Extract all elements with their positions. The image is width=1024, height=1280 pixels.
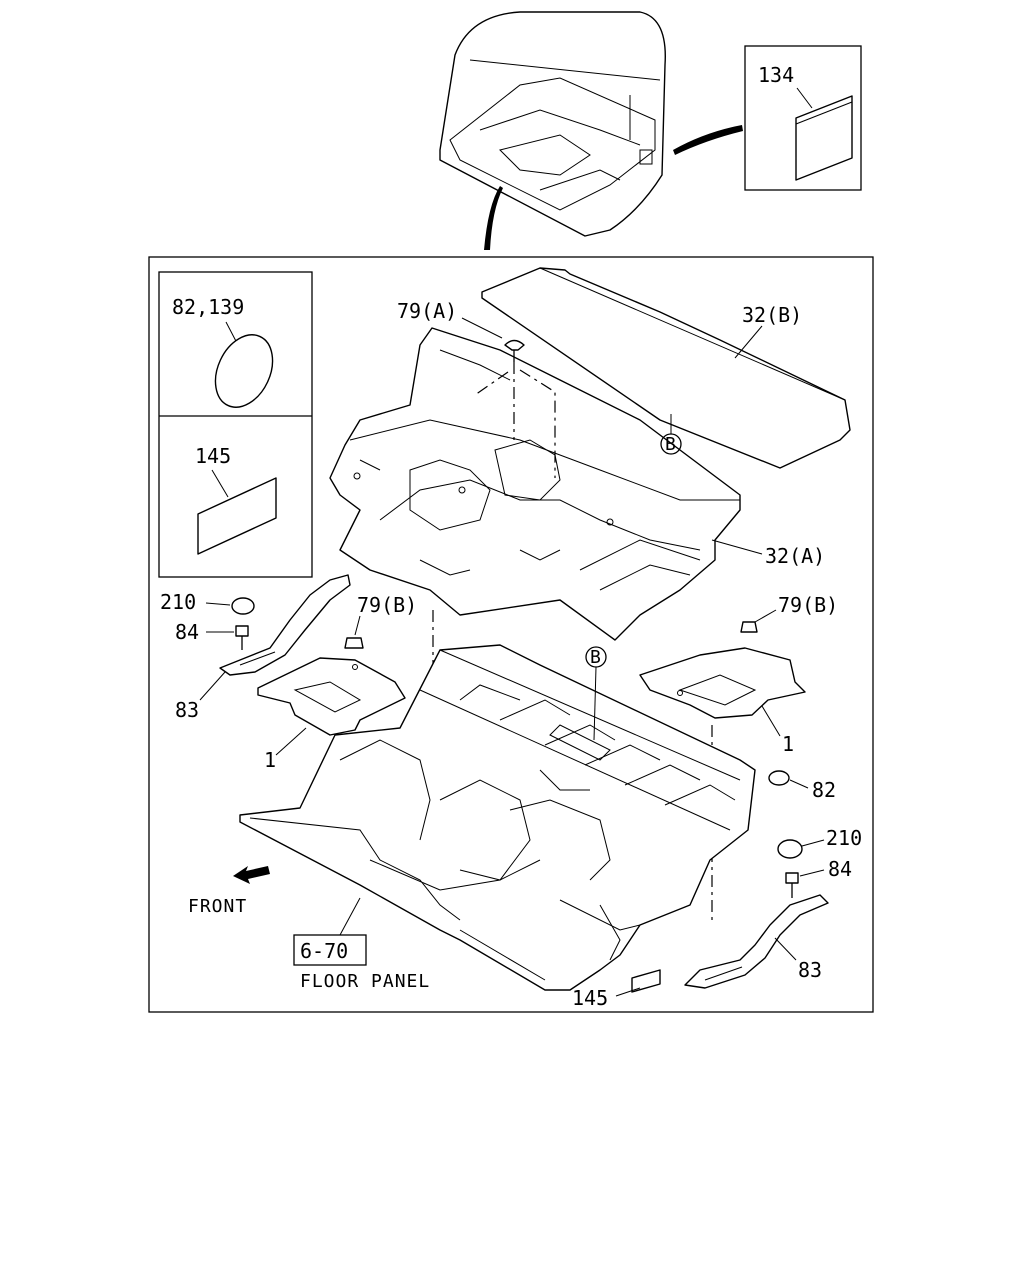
reference-code[interactable]: 6-70 — [300, 939, 348, 963]
screw-right — [785, 872, 799, 884]
callout-mat-front: 32(A) — [765, 544, 825, 568]
callout-cap-right: 210 — [826, 826, 862, 850]
callout-rail-right: 83 — [798, 958, 822, 982]
main-frame — [148, 256, 874, 1013]
insulator-tape — [197, 477, 277, 555]
callout-inset-oval: 82,139 — [172, 295, 244, 319]
cab-overview — [439, 11, 666, 237]
plug-right — [768, 770, 790, 786]
callout-screw-left: 84 — [175, 620, 199, 644]
callout-clip-a: 79(A) — [397, 299, 457, 323]
callout-plug-right: 82 — [812, 778, 836, 802]
screw-left — [235, 625, 249, 637]
ref-b-upper: B — [665, 434, 677, 455]
pointer-arrow-cab — [484, 186, 503, 250]
callout-cap-left: 210 — [160, 590, 196, 614]
ref-b-lower: B — [590, 647, 602, 668]
callout-clip-b-left: 79(B) — [357, 593, 417, 617]
floor-panel — [239, 644, 756, 991]
callout-tape-bottom: 145 — [572, 986, 608, 1010]
callout-mat-rear: 32(B) — [742, 303, 802, 327]
push-clip-a — [504, 339, 525, 351]
front-arrow-icon — [233, 866, 270, 884]
cap-right — [777, 839, 803, 859]
direction-label: FRONT — [188, 896, 247, 917]
callout-screw-right: 84 — [828, 857, 852, 881]
rail-right — [684, 894, 829, 989]
insulator-right — [639, 647, 806, 719]
callout-kit: 134 — [758, 63, 794, 87]
push-clip-b-right — [740, 621, 758, 633]
callout-insulator-right: 1 — [782, 732, 794, 756]
reference-box[interactable] — [293, 934, 367, 966]
push-clip-b-left — [344, 637, 364, 649]
insulator-left — [257, 657, 406, 736]
rail-left — [219, 574, 351, 676]
kit-box — [744, 45, 862, 191]
inset-box — [158, 271, 313, 578]
callout-clip-b-right: 79(B) — [778, 593, 838, 617]
callout-insulator-left: 1 — [264, 748, 276, 772]
cap-left — [231, 597, 255, 615]
kit-sheet — [795, 95, 853, 181]
oval-plug — [214, 334, 274, 408]
callout-rail-left: 83 — [175, 698, 199, 722]
reference-caption: FLOOR PANEL — [300, 971, 430, 992]
pointer-arrow-kit — [673, 125, 743, 155]
tape-bottom — [631, 969, 661, 993]
callout-inset-rect: 145 — [195, 444, 231, 468]
floor-mat-front — [329, 327, 741, 641]
